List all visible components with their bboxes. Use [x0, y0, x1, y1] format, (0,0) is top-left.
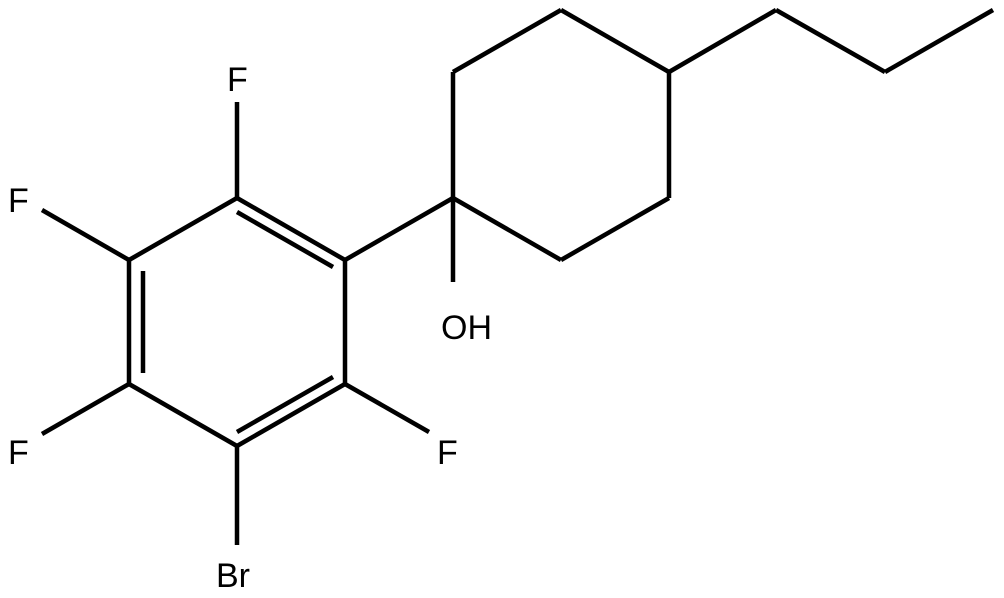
- propyl-chain: [667, 8, 995, 74]
- cyclohexane-ring: [450, 8, 672, 262]
- bond-cyclohexane-4: [451, 196, 563, 262]
- atom-br: Br: [216, 557, 250, 595]
- atom-f-right: F: [437, 434, 458, 472]
- atom-f-top: F: [227, 61, 248, 99]
- atom-f-lower-left: F: [8, 434, 29, 472]
- bond-cyclohexane-5: [559, 196, 671, 262]
- bond-ring-to-aryl: [343, 196, 455, 262]
- bond-propyl-2: [774, 8, 887, 74]
- bond-aromatic-1-inner: [235, 210, 335, 269]
- bond-aromatic-5: [235, 382, 347, 448]
- aromatic-ring: [126, 196, 348, 448]
- bond-f-lower-left: [40, 382, 131, 436]
- bond-aromatic-4: [127, 382, 239, 448]
- bond-cyclohexane-1: [559, 8, 671, 74]
- bond-f-upper-left: [40, 208, 131, 262]
- bond-aromatic-2: [127, 196, 239, 262]
- bond-aromatic-1: [235, 196, 347, 262]
- bond-propyl-3: [883, 8, 995, 74]
- bond-propyl-1: [667, 8, 778, 74]
- bond-f-right: [343, 382, 431, 434]
- bond-cyclohexane-2: [451, 8, 563, 74]
- atom-oh: OH: [441, 309, 492, 347]
- bond-aromatic-5-inner: [235, 375, 335, 434]
- atom-f-upper-left: F: [8, 182, 29, 220]
